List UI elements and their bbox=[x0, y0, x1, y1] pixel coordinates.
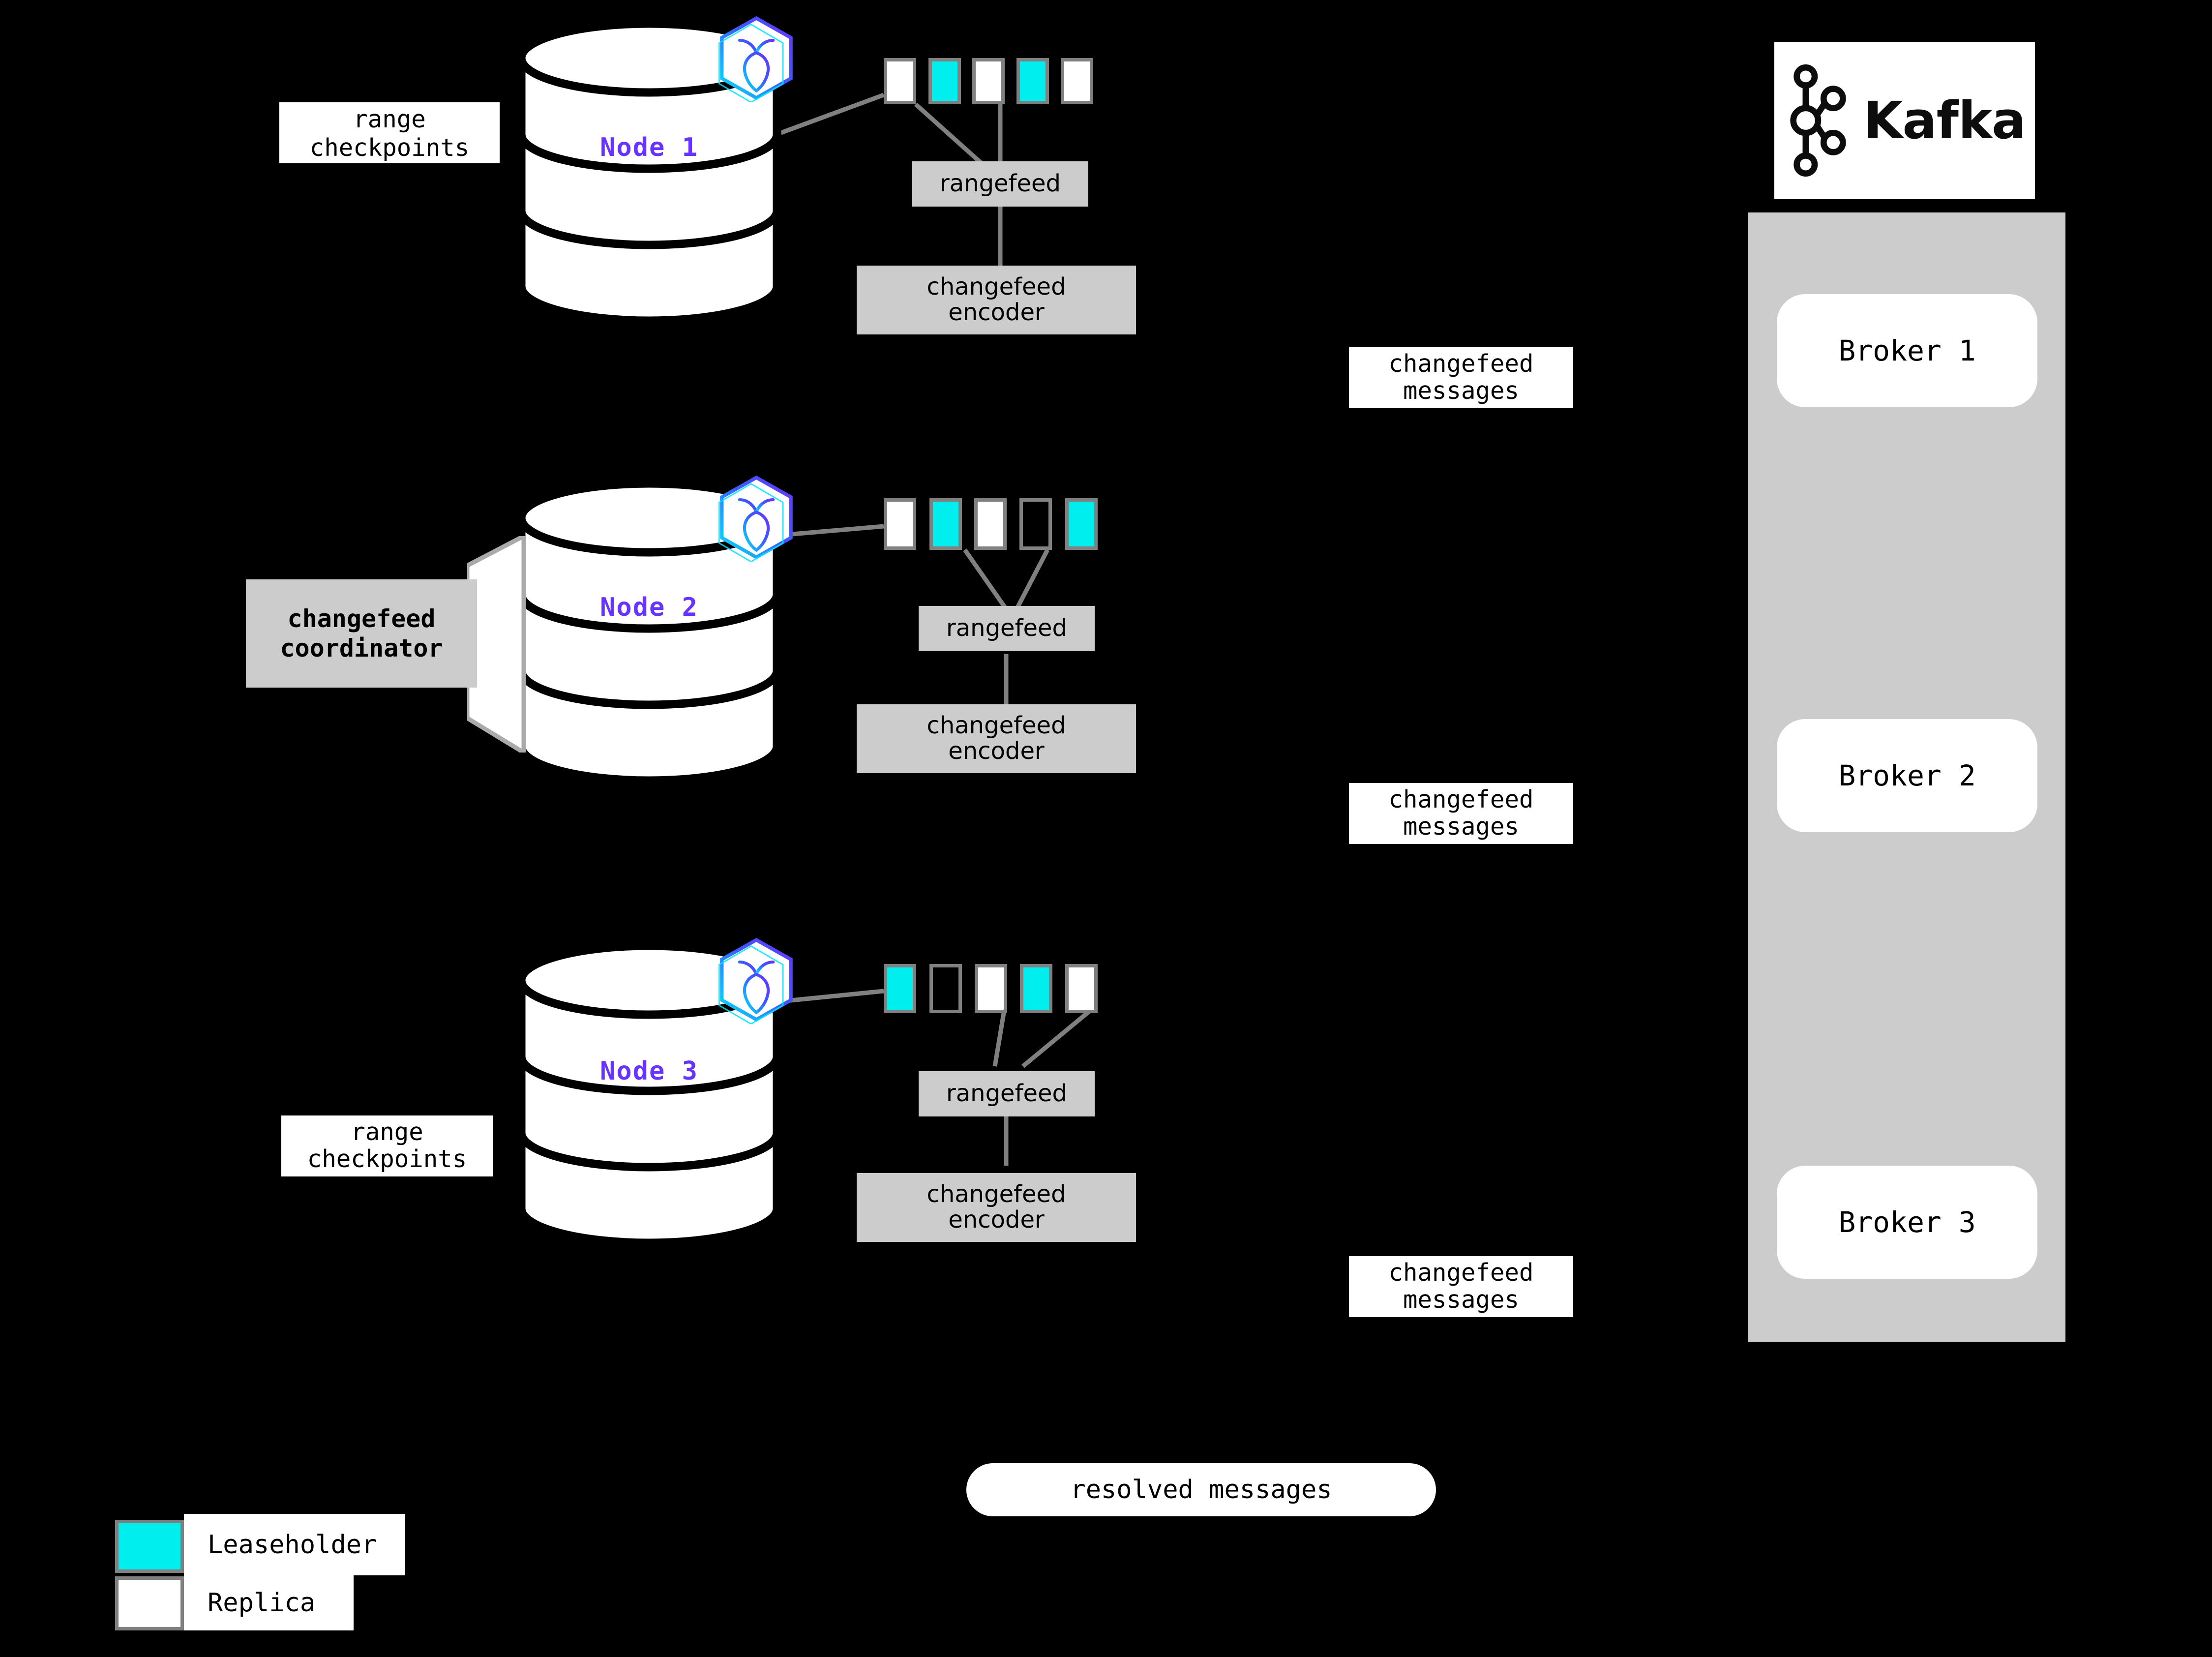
range-box[interactable] bbox=[972, 58, 1005, 104]
range-box[interactable] bbox=[929, 964, 962, 1013]
encoder-line-1: changefeed bbox=[927, 712, 1066, 740]
range-box[interactable] bbox=[1065, 964, 1098, 1013]
cockroachdb-hexagon-icon bbox=[718, 937, 793, 1024]
kafka-wordmark: Kafka bbox=[1863, 90, 2026, 151]
node-1-changefeed-encoder-box[interactable]: changefeed encoder bbox=[857, 266, 1136, 334]
range-box[interactable] bbox=[884, 498, 916, 550]
node-3-changefeed-encoder-box[interactable]: changefeed encoder bbox=[857, 1173, 1136, 1242]
message-line-1: changefeed bbox=[1388, 1259, 1534, 1287]
node-2-rangefeed-box[interactable]: rangefeed bbox=[919, 606, 1095, 651]
encoder-line-2: encoder bbox=[948, 299, 1045, 326]
range-box[interactable] bbox=[928, 58, 961, 104]
checkpoints-line-2: checkpoints bbox=[307, 1145, 467, 1173]
message-line-2: messages bbox=[1403, 813, 1519, 841]
cockroachdb-hexagon-icon bbox=[718, 475, 793, 562]
broker-1-box[interactable]: Broker 1 bbox=[1777, 294, 2037, 407]
node-2-label: Node 2 bbox=[600, 593, 698, 622]
node-3-cylinder bbox=[517, 942, 781, 1247]
node-1-range-checkpoints-label: range checkpoints bbox=[279, 102, 500, 163]
legend-swatch-replica bbox=[115, 1576, 184, 1630]
coordinator-line-2: coordinator bbox=[280, 634, 443, 663]
coordinator-callout-tail bbox=[467, 536, 526, 753]
range-box[interactable] bbox=[974, 498, 1007, 550]
kafka-logo-box: Kafka bbox=[1774, 42, 2035, 199]
node-1-label: Node 1 bbox=[600, 133, 698, 162]
encoder-line-2: encoder bbox=[948, 1206, 1045, 1234]
changefeed-messages-label-3: changefeed messages bbox=[1349, 1256, 1573, 1317]
message-line-2: messages bbox=[1403, 377, 1519, 405]
range-box[interactable] bbox=[975, 964, 1007, 1013]
broker-2-box[interactable]: Broker 2 bbox=[1777, 719, 2037, 832]
cockroachdb-hexagon-icon bbox=[718, 16, 793, 102]
range-box[interactable] bbox=[929, 498, 962, 550]
message-line-2: messages bbox=[1403, 1286, 1519, 1314]
checkpoints-line-2: checkpoints bbox=[309, 134, 470, 162]
encoder-line-1: changefeed bbox=[927, 273, 1066, 301]
node-1-cylinder bbox=[517, 20, 781, 325]
range-box[interactable] bbox=[884, 964, 916, 1013]
changefeed-messages-label-1: changefeed messages bbox=[1349, 347, 1573, 408]
message-line-1: changefeed bbox=[1388, 350, 1534, 378]
encoder-line-2: encoder bbox=[948, 737, 1045, 765]
checkpoints-line-1: range bbox=[353, 105, 426, 133]
legend-label-replica: Replica bbox=[184, 1575, 354, 1630]
node-3-range-checkpoints-label: range checkpoints bbox=[281, 1115, 493, 1176]
range-box[interactable] bbox=[1061, 58, 1093, 104]
changefeed-messages-label-2: changefeed messages bbox=[1349, 783, 1573, 844]
range-box[interactable] bbox=[1020, 964, 1052, 1013]
range-box[interactable] bbox=[1016, 58, 1049, 104]
checkpoints-line-1: range bbox=[351, 1118, 423, 1146]
changefeed-coordinator-box[interactable]: changefeed coordinator bbox=[246, 579, 477, 688]
node-1-rangefeed-box[interactable]: rangefeed bbox=[912, 161, 1088, 207]
range-box[interactable] bbox=[1065, 498, 1098, 550]
legend-swatch-leaseholder bbox=[115, 1520, 184, 1573]
encoder-line-1: changefeed bbox=[927, 1180, 1066, 1208]
node-2-changefeed-encoder-box[interactable]: changefeed encoder bbox=[857, 704, 1136, 773]
node-3-label: Node 3 bbox=[600, 1056, 698, 1086]
resolved-messages-pill[interactable]: resolved messages bbox=[966, 1463, 1436, 1516]
kafka-node-graph-icon bbox=[1790, 64, 1846, 177]
message-line-1: changefeed bbox=[1388, 785, 1534, 814]
node-2-cylinder bbox=[517, 480, 781, 784]
broker-3-box[interactable]: Broker 3 bbox=[1777, 1166, 2037, 1279]
range-box[interactable] bbox=[884, 58, 916, 104]
range-box[interactable] bbox=[1019, 498, 1052, 550]
coordinator-line-1: changefeed bbox=[287, 604, 436, 633]
node-3-rangefeed-box[interactable]: rangefeed bbox=[919, 1071, 1095, 1116]
legend-label-leaseholder: Leaseholder bbox=[184, 1514, 405, 1575]
